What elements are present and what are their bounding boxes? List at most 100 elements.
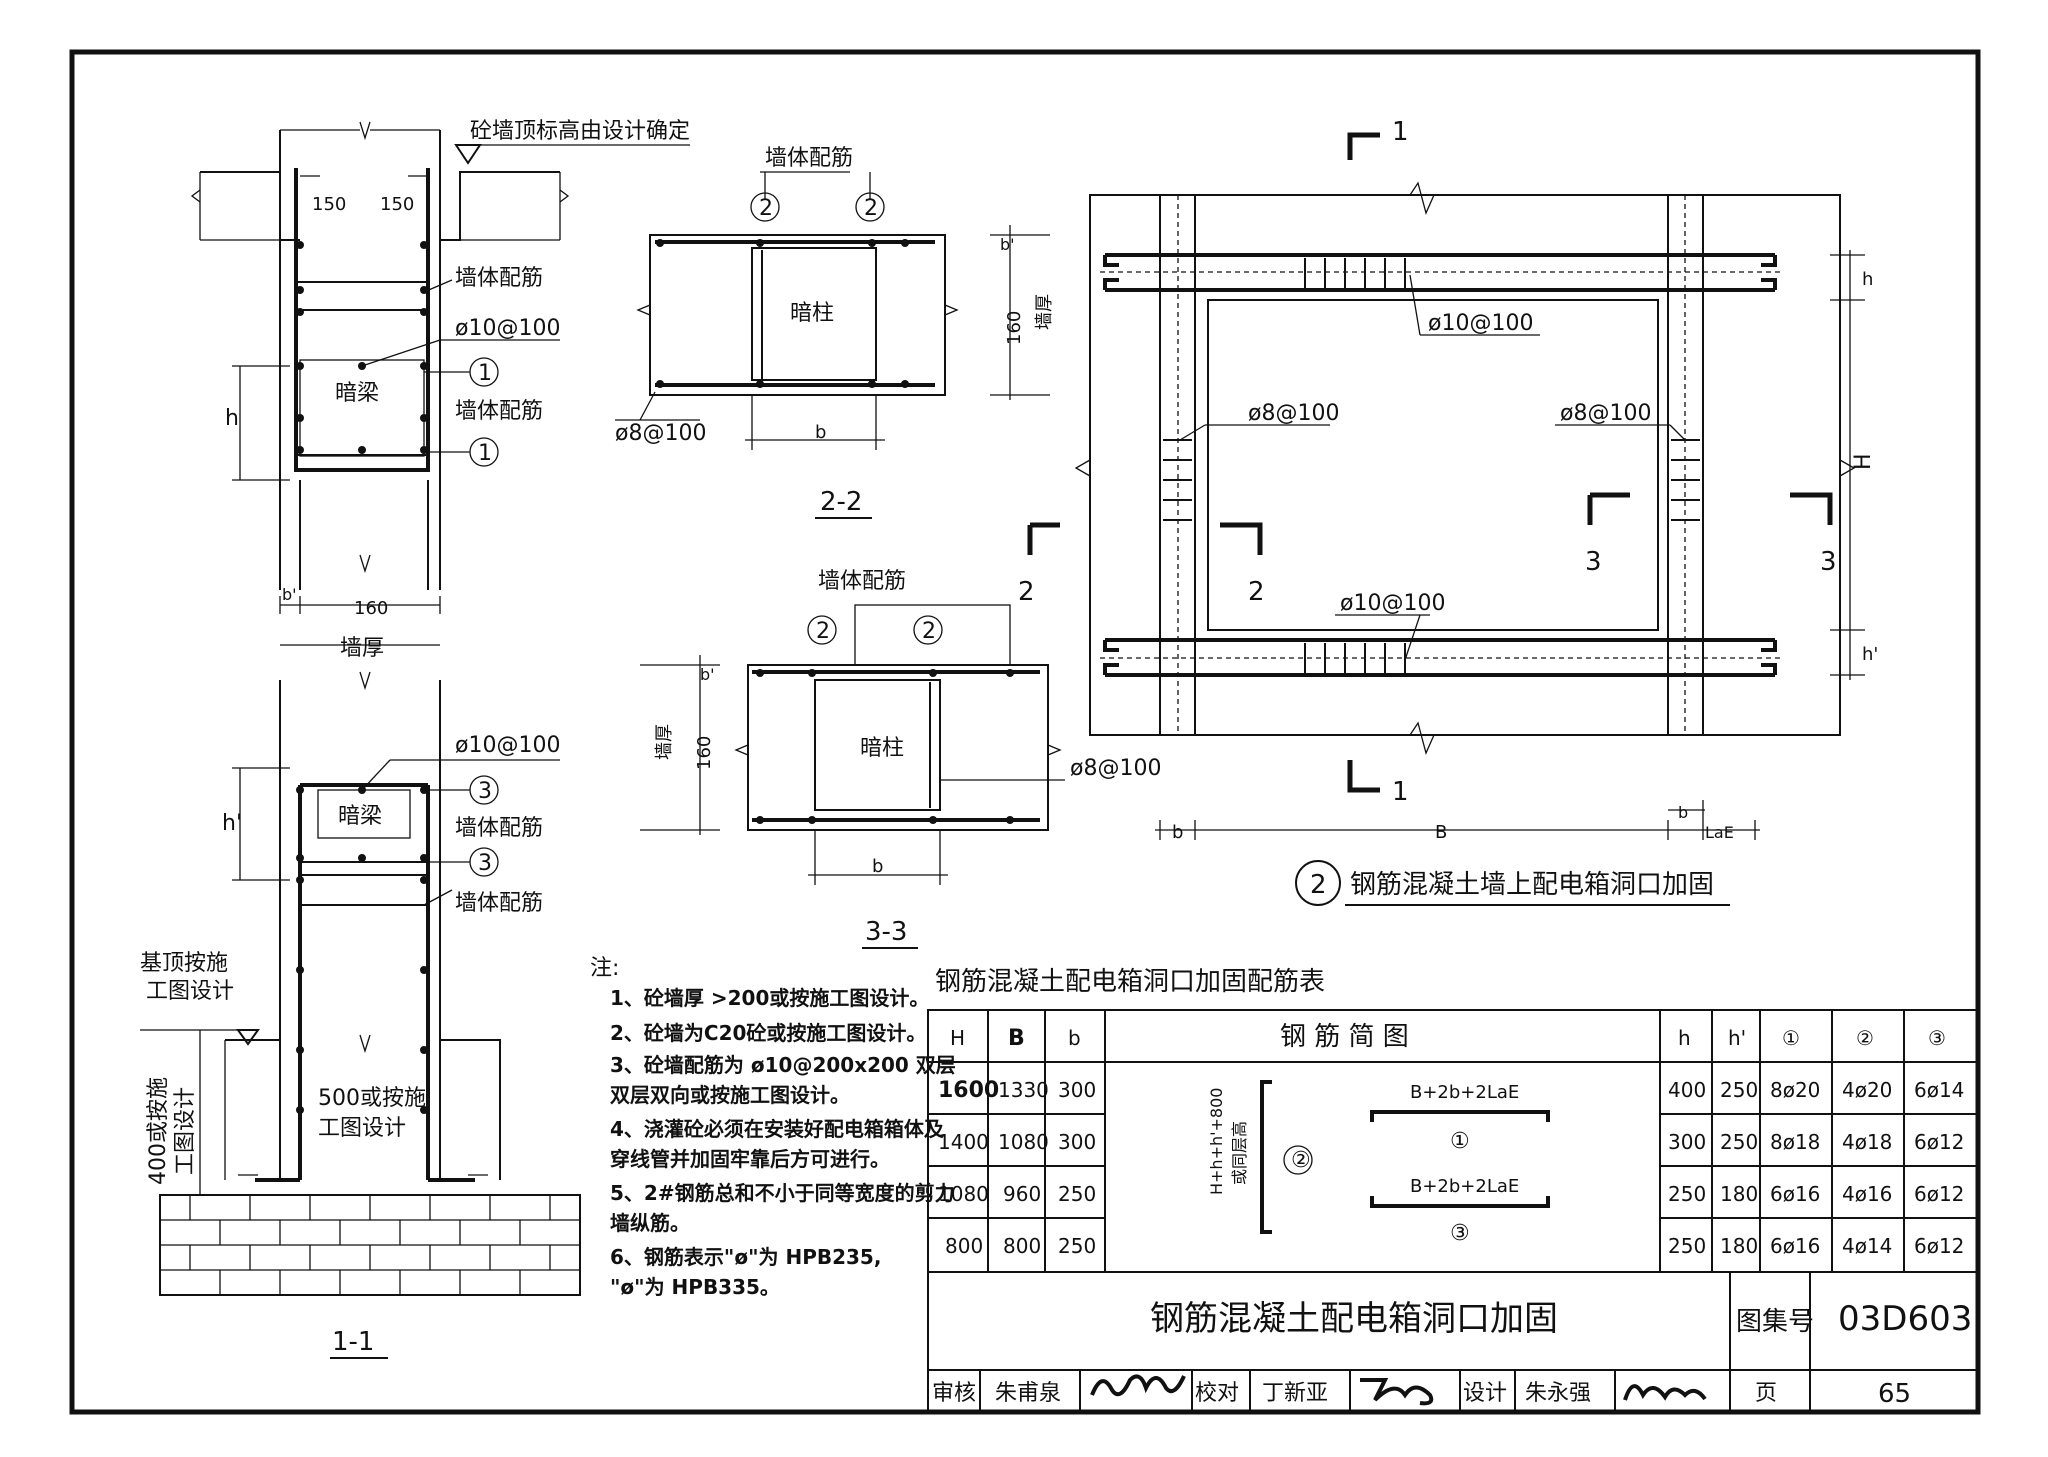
r1-hp: 250 [1720, 1078, 1758, 1102]
circle-2-a-2-2 [750, 192, 780, 222]
dim-laE-main: LaE [1705, 823, 1734, 842]
section-mark-2-left: 2 [1018, 577, 1035, 607]
r4-bar1: 6ø16 [1770, 1234, 1820, 1258]
note-6b: "ø"为 HPB335。 [610, 1275, 780, 1299]
r2-h: 300 [1668, 1130, 1706, 1154]
rebar-shape-diagram: H+h+h'+800 或同层高 ② B+2b+2LaE ① B+2b+2LaE … [1207, 1080, 1550, 1246]
stirrup-8-label-3-3: ø8@100 [1070, 756, 1161, 781]
stirrup-10-label-bottom: ø10@100 [1340, 591, 1445, 616]
reviewer-signature [1090, 1374, 1186, 1397]
r2-bar3: 6ø12 [1914, 1130, 1964, 1154]
th-bar3: ③ [1928, 1026, 1946, 1050]
checker-name: 丁新亚 [1262, 1381, 1328, 1406]
foundation-top-line2: 工图设计 [146, 979, 234, 1004]
th-b: b [1068, 1026, 1081, 1050]
top-elevation-label: 砼墙顶标高由设计确定 [470, 119, 690, 144]
r4-b: 250 [1058, 1234, 1096, 1258]
dim-150-left: 150 [312, 194, 346, 215]
atlas-label: 图集号 [1736, 1307, 1814, 1337]
circle-3-marker-b [469, 847, 499, 877]
drawing-title: 钢筋混凝土配电箱洞口加固 [1150, 1299, 1558, 1339]
dim-160-1: 160 [354, 598, 388, 619]
outer-frame [69, 49, 1981, 1415]
stirrup-8-label-2-2: ø8@100 [615, 421, 706, 446]
atlas-number: 03D603 [1838, 1299, 1972, 1339]
note-2: 2、砼墙为C20砼或按施工图设计。 [610, 1021, 926, 1045]
hidden-beam-label-bottom: 暗梁 [338, 804, 382, 829]
table-title: 钢筋混凝土配电箱洞口加固配筋表 [935, 967, 1325, 997]
circle-1-text-b: 1 [478, 441, 492, 466]
circle-2-b-2-2 [855, 192, 885, 222]
r1-bar2: 4ø20 [1842, 1078, 1892, 1102]
bar2-id-circle [1283, 1145, 1313, 1175]
section-1-1-label: 1-1 [332, 1327, 374, 1357]
r4-bar3: 6ø12 [1914, 1234, 1964, 1258]
stirrup-10-label-top: ø10@100 [1428, 311, 1533, 336]
dim-h-prime-1: h' [222, 811, 242, 836]
note-4a: 4、浇灌砼必须在安装好配电箱箱体及 [610, 1117, 945, 1141]
r3-hp: 180 [1720, 1182, 1758, 1206]
dim-400-line1: 400或按施 [146, 1077, 171, 1185]
page-label: 页 [1755, 1381, 1777, 1406]
wall-rebar-label-2-2: 墙体配筋 [765, 146, 853, 171]
foundation-top-line1: 基顶按施 [140, 951, 228, 976]
note-3b: 双层双向或按施工图设计。 [610, 1083, 850, 1107]
title-block: 钢筋混凝土配电箱洞口加固 图集号 03D603 审核 朱甫泉 校对 丁新亚 设计… [927, 1272, 1978, 1412]
reviewer-name: 朱甫泉 [995, 1381, 1061, 1406]
th-bar2: ② [1856, 1026, 1874, 1050]
stirrup-10-label-2: ø10@100 [455, 733, 560, 758]
section-mark-2-right: 2 [1248, 577, 1265, 607]
r4-hp: 180 [1720, 1234, 1758, 1258]
dim-500-line2: 工图设计 [318, 1116, 406, 1141]
r2-bar1: 8ø18 [1770, 1130, 1820, 1154]
dim-b-3-3: b [872, 856, 883, 877]
bar1-id: ① [1450, 1129, 1470, 1154]
wall-rebar-label-3-3: 墙体配筋 [818, 569, 906, 594]
designer-name: 朱永强 [1525, 1381, 1591, 1406]
wall-rebar-label-1: 墙体配筋 [455, 266, 543, 291]
r3-b: 250 [1058, 1182, 1096, 1206]
note-5b: 墙纵筋。 [610, 1211, 690, 1235]
section-3-3-label: 3-3 [865, 917, 907, 947]
bar3-id: ③ [1450, 1221, 1470, 1246]
r2-bar2: 4ø18 [1842, 1130, 1892, 1154]
circle-1-text-a: 1 [478, 361, 492, 386]
review-label: 审核 [932, 1381, 976, 1406]
r4-bar2: 4ø14 [1842, 1234, 1892, 1258]
dim-b-2-2: b [815, 422, 826, 443]
note-1: 1、砼墙厚 >200或按施工图设计。 [610, 986, 929, 1010]
dim-wall-thickness-2-2: 墙厚 [1034, 294, 1055, 330]
section-3-3: 墙体配筋 2 2 暗柱 ø8@100 b 160 墙厚 b' 3-3 [640, 569, 1161, 949]
r1-b: 300 [1058, 1078, 1096, 1102]
r3-H: 1080 [938, 1182, 989, 1206]
bar1-formula: B+2b+2LaE [1410, 1082, 1519, 1103]
notes-block: 注: 1、砼墙厚 >200或按施工图设计。 2、砼墙为C20砼或按施工图设计。 … [590, 956, 956, 1299]
circle-2-b-3-3 [913, 615, 943, 645]
dim-b-main-right: b [1678, 803, 1688, 822]
circle-2-text-b-2-2: 2 [864, 196, 878, 221]
checker-signature [1360, 1378, 1434, 1406]
dim-h-main: h [1862, 269, 1873, 290]
r1-bar1: 8ø20 [1770, 1078, 1820, 1102]
note-5a: 5、2#钢筋总和不小于同等宽度的剪力 [610, 1181, 955, 1205]
stirrup-8-label-right: ø8@100 [1560, 401, 1651, 426]
stirrup-10-label-1: ø10@100 [455, 316, 560, 341]
dim-160-2-2: 160 [1004, 311, 1025, 345]
dim-wall-thickness-3-3: 墙厚 [654, 724, 675, 760]
r4-H: 800 [945, 1234, 983, 1258]
bar3-formula: B+2b+2LaE [1410, 1176, 1519, 1197]
note-3a: 3、砼墙配筋为 ø10@200x200 双层 [610, 1053, 956, 1077]
r3-bar1: 6ø16 [1770, 1182, 1820, 1206]
main-caption-text: 钢筋混凝土墙上配电箱洞口加固 [1350, 870, 1714, 900]
section-mark-3-left: 3 [1585, 547, 1602, 577]
note-6a: 6、钢筋表示"ø"为 HPB235, [610, 1245, 881, 1269]
r4-B: 800 [1003, 1234, 1041, 1258]
r4-h: 250 [1668, 1234, 1706, 1258]
th-H: H [950, 1026, 965, 1050]
r3-bar3: 6ø12 [1914, 1182, 1964, 1206]
bar2-note: 或同层高 [1230, 1121, 1249, 1185]
bar2-id: ② [1291, 1148, 1311, 1173]
wall-rebar-label-3: 墙体配筋 [455, 816, 543, 841]
circle-3-text-a: 3 [478, 779, 492, 804]
dim-h-prime-main: h' [1862, 644, 1878, 665]
